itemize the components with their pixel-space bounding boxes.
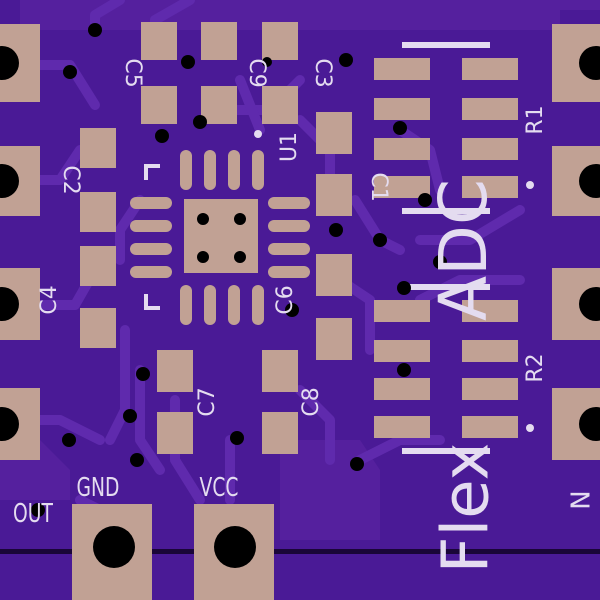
right-drill-3 bbox=[579, 287, 600, 321]
pad-c7-a bbox=[157, 350, 193, 392]
label-r1: R1 bbox=[523, 105, 548, 134]
bottom-drill-vcc bbox=[214, 526, 256, 568]
section-label-adc: ADC bbox=[425, 179, 502, 321]
bottom-drill-gnd bbox=[93, 526, 135, 568]
label-out: OUT bbox=[13, 499, 53, 529]
pad-c3-a bbox=[262, 22, 298, 60]
bottom-connector bbox=[72, 504, 274, 600]
pad-c9-b bbox=[201, 86, 237, 124]
label-c8: C8 bbox=[299, 387, 324, 416]
pad-c1-b bbox=[316, 174, 352, 216]
label-c3: C3 bbox=[310, 58, 335, 87]
label-c1: C1 bbox=[366, 172, 391, 201]
label-c4: C4 bbox=[37, 285, 62, 314]
silk-bars bbox=[402, 42, 490, 454]
label-gnd: GND bbox=[77, 473, 120, 503]
left-drill-3 bbox=[0, 287, 19, 321]
board-edge bbox=[0, 549, 600, 554]
traces bbox=[15, 0, 525, 525]
ic-u1-right-pins bbox=[268, 197, 310, 278]
pad-c2-b bbox=[80, 192, 116, 232]
pad-c6-a bbox=[316, 254, 352, 296]
brand-suffix: N bbox=[567, 490, 597, 509]
label-c9: C9 bbox=[244, 58, 269, 87]
pad-c6-b bbox=[316, 318, 352, 360]
right-drill-1 bbox=[579, 46, 600, 80]
resistor-array-r1 bbox=[374, 58, 518, 198]
label-r2: R2 bbox=[523, 353, 548, 382]
pad-c8-b bbox=[262, 412, 298, 454]
left-drill-1 bbox=[0, 46, 19, 80]
label-u1: U1 bbox=[277, 132, 302, 162]
ic-u1-left-pins bbox=[130, 197, 172, 278]
pad-c1-a bbox=[316, 112, 352, 154]
ic-u1-thermal-pad bbox=[184, 199, 258, 273]
label-c6: C6 bbox=[273, 285, 298, 314]
ic-u1-corner-markers bbox=[144, 164, 160, 310]
left-drill-4 bbox=[0, 407, 19, 441]
ic-u1-bottom-pins bbox=[180, 285, 264, 325]
label-c7: C7 bbox=[195, 387, 220, 416]
left-connector bbox=[0, 24, 40, 460]
silk-dots bbox=[254, 130, 534, 432]
pad-c2-a bbox=[80, 128, 116, 168]
right-drill-4 bbox=[579, 407, 600, 441]
vias bbox=[31, 23, 447, 517]
ic-u1-top-pins bbox=[180, 150, 264, 190]
pad-c7-b bbox=[157, 412, 193, 454]
label-c5: C5 bbox=[120, 58, 145, 87]
pad-c4-a bbox=[80, 246, 116, 286]
left-drill-2 bbox=[0, 164, 19, 198]
smd-pads bbox=[80, 22, 352, 454]
pad-c8-a bbox=[262, 350, 298, 392]
pad-c5-b bbox=[141, 86, 177, 124]
right-connector bbox=[552, 24, 600, 460]
pad-c3-b bbox=[262, 86, 298, 124]
brand-label: Flex bbox=[430, 443, 504, 574]
pad-c9-a bbox=[201, 22, 237, 60]
resistor-array-r2 bbox=[374, 300, 518, 438]
label-c2: C2 bbox=[58, 165, 83, 194]
pad-c4-b bbox=[80, 308, 116, 348]
pad-c5-a bbox=[141, 22, 177, 60]
right-drill-2 bbox=[579, 164, 600, 198]
label-vcc: VCC bbox=[200, 473, 239, 503]
ic-u1 bbox=[130, 150, 310, 325]
silk-labels: C5 C9 C3 U1 C2 C1 C4 C6 C7 C8 R1 R2 bbox=[37, 58, 548, 416]
